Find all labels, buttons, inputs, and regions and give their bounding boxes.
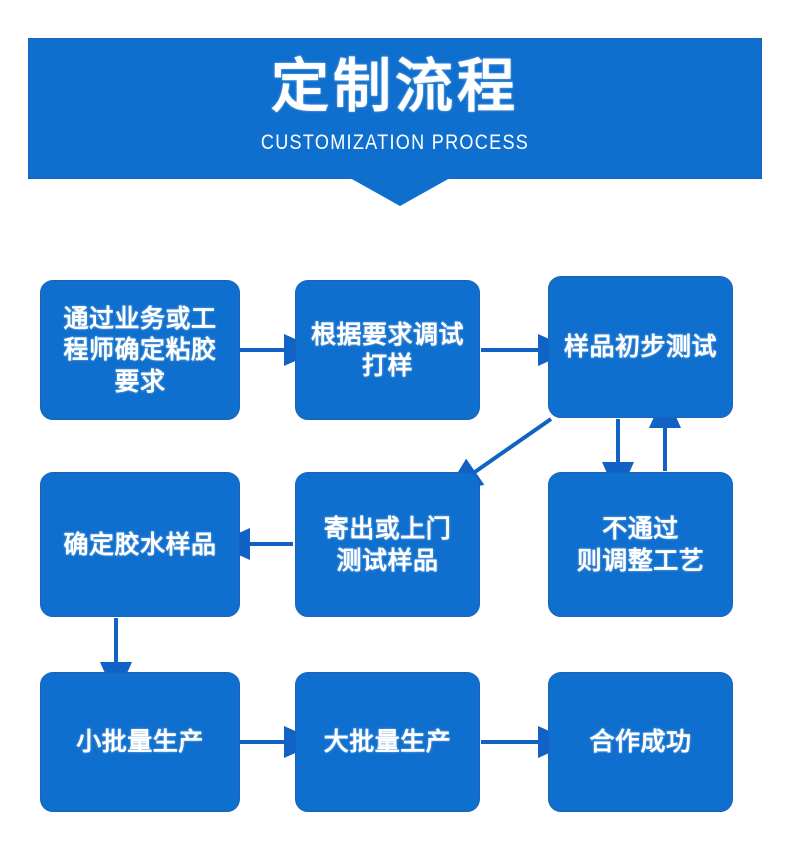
- process-node-6-label: 不通过 则调整工艺: [576, 514, 705, 575]
- process-node-8-label: 大批量生产: [323, 727, 452, 757]
- process-node-7[interactable]: 小批量生产: [40, 672, 240, 812]
- banner-subtitle: CUSTOMIZATION PROCESS: [260, 131, 530, 154]
- process-node-9[interactable]: 合作成功: [548, 672, 733, 812]
- process-node-3[interactable]: 样品初步测试: [548, 276, 733, 418]
- process-node-2[interactable]: 根据要求调试 打样: [295, 280, 480, 420]
- banner-title: 定制流程: [270, 52, 519, 120]
- process-node-1[interactable]: 通过业务或工 程师确定粘胶 要求: [40, 280, 240, 420]
- process-node-2-label: 根据要求调试 打样: [310, 319, 464, 381]
- connector-node3-node5: [445, 417, 553, 493]
- process-node-1-label: 通过业务或工 程师确定粘胶 要求: [63, 303, 217, 396]
- process-node-5-label: 寄出或上门 测试样品: [323, 514, 452, 575]
- process-node-4-label: 确定胶水样品: [63, 529, 217, 559]
- process-node-6[interactable]: 不通过 则调整工艺: [548, 472, 733, 617]
- process-node-5[interactable]: 寄出或上门 测试样品: [295, 472, 480, 617]
- process-node-9-label: 合作成功: [589, 727, 692, 757]
- process-node-4[interactable]: 确定胶水样品: [40, 472, 240, 617]
- process-node-7-label: 小批量生产: [76, 727, 204, 757]
- banner-notch-triangle: [350, 178, 450, 206]
- process-node-8[interactable]: 大批量生产: [295, 672, 480, 812]
- process-node-3-label: 样品初步测试: [563, 332, 717, 362]
- header-banner: 定制流程 CUSTOMIZATION PROCESS: [28, 38, 762, 179]
